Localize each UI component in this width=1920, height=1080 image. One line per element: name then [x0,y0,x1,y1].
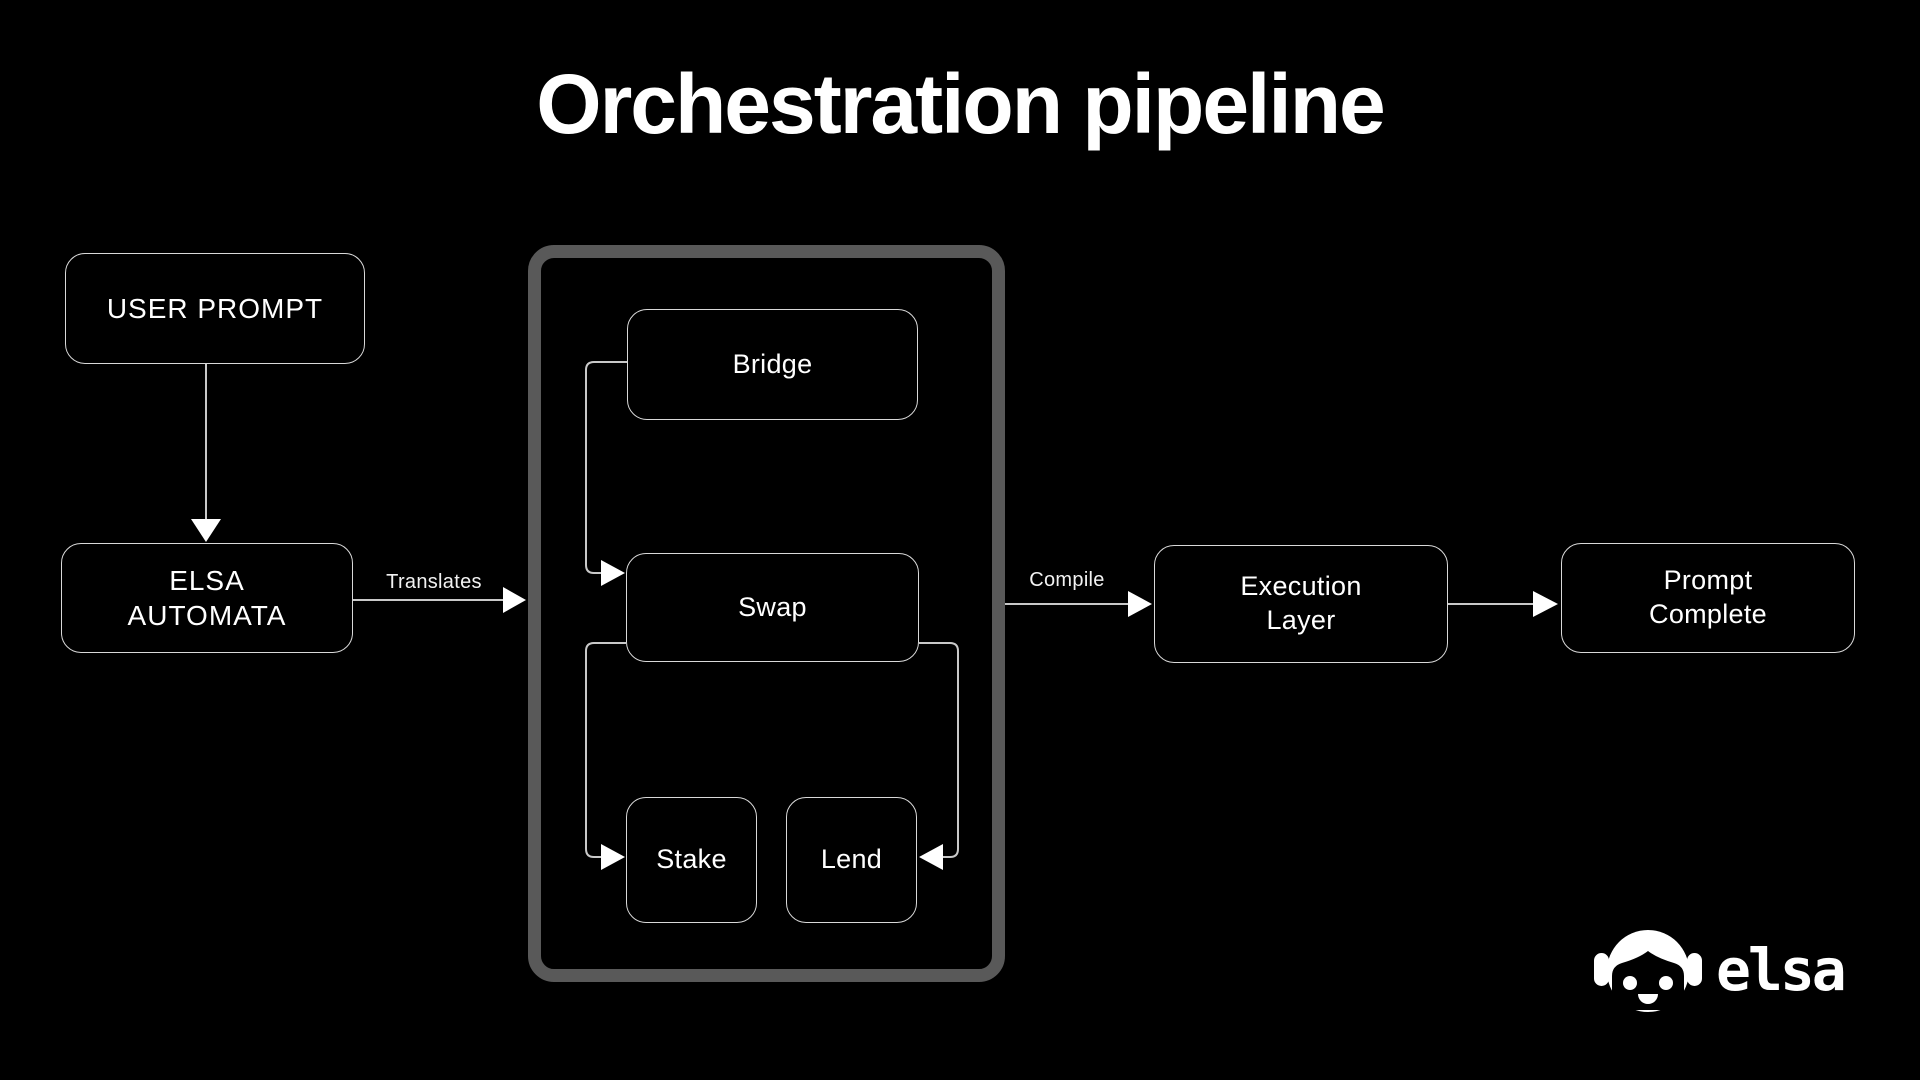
elsa-logo: elsa [1594,928,1847,1018]
arrowhead-into-complete [1533,591,1558,617]
node-bridge: Bridge [627,309,918,420]
node-user-prompt-label: USER PROMPT [106,293,324,324]
node-prompt-complete: Prompt Complete [1561,543,1855,653]
node-prompt-complete-label: Prompt Complete [1649,565,1767,629]
node-lend: Lend [786,797,917,923]
node-swap: Swap [626,553,919,662]
elsa-wordmark: elsa [1716,936,1847,1004]
arrowhead-into-execution [1128,591,1152,617]
node-execution-layer: Execution Layer [1154,545,1448,663]
node-bridge-label: Bridge [732,348,813,379]
node-execution-layer-label: Execution Layer [1240,571,1362,635]
node-swap-label: Swap [738,591,807,622]
page-title: Orchestration pipeline [536,57,1386,151]
robot-face-icon [1594,930,1702,1012]
arrowhead-into-group [503,587,526,613]
node-elsa-automata-label: ELSA AUTOMATA [127,565,287,631]
node-user-prompt: USER PROMPT [65,253,365,364]
node-elsa-automata: ELSA AUTOMATA [61,543,353,653]
node-stake-label: Stake [656,844,727,875]
action-group-container [528,245,1005,982]
node-lend-label: Lend [820,844,883,875]
edge-label-translates: Translates [386,571,482,593]
arrowhead-down-into-elsa [191,519,221,542]
edge-label-compile: Compile [1029,569,1105,591]
node-stake: Stake [626,797,757,923]
